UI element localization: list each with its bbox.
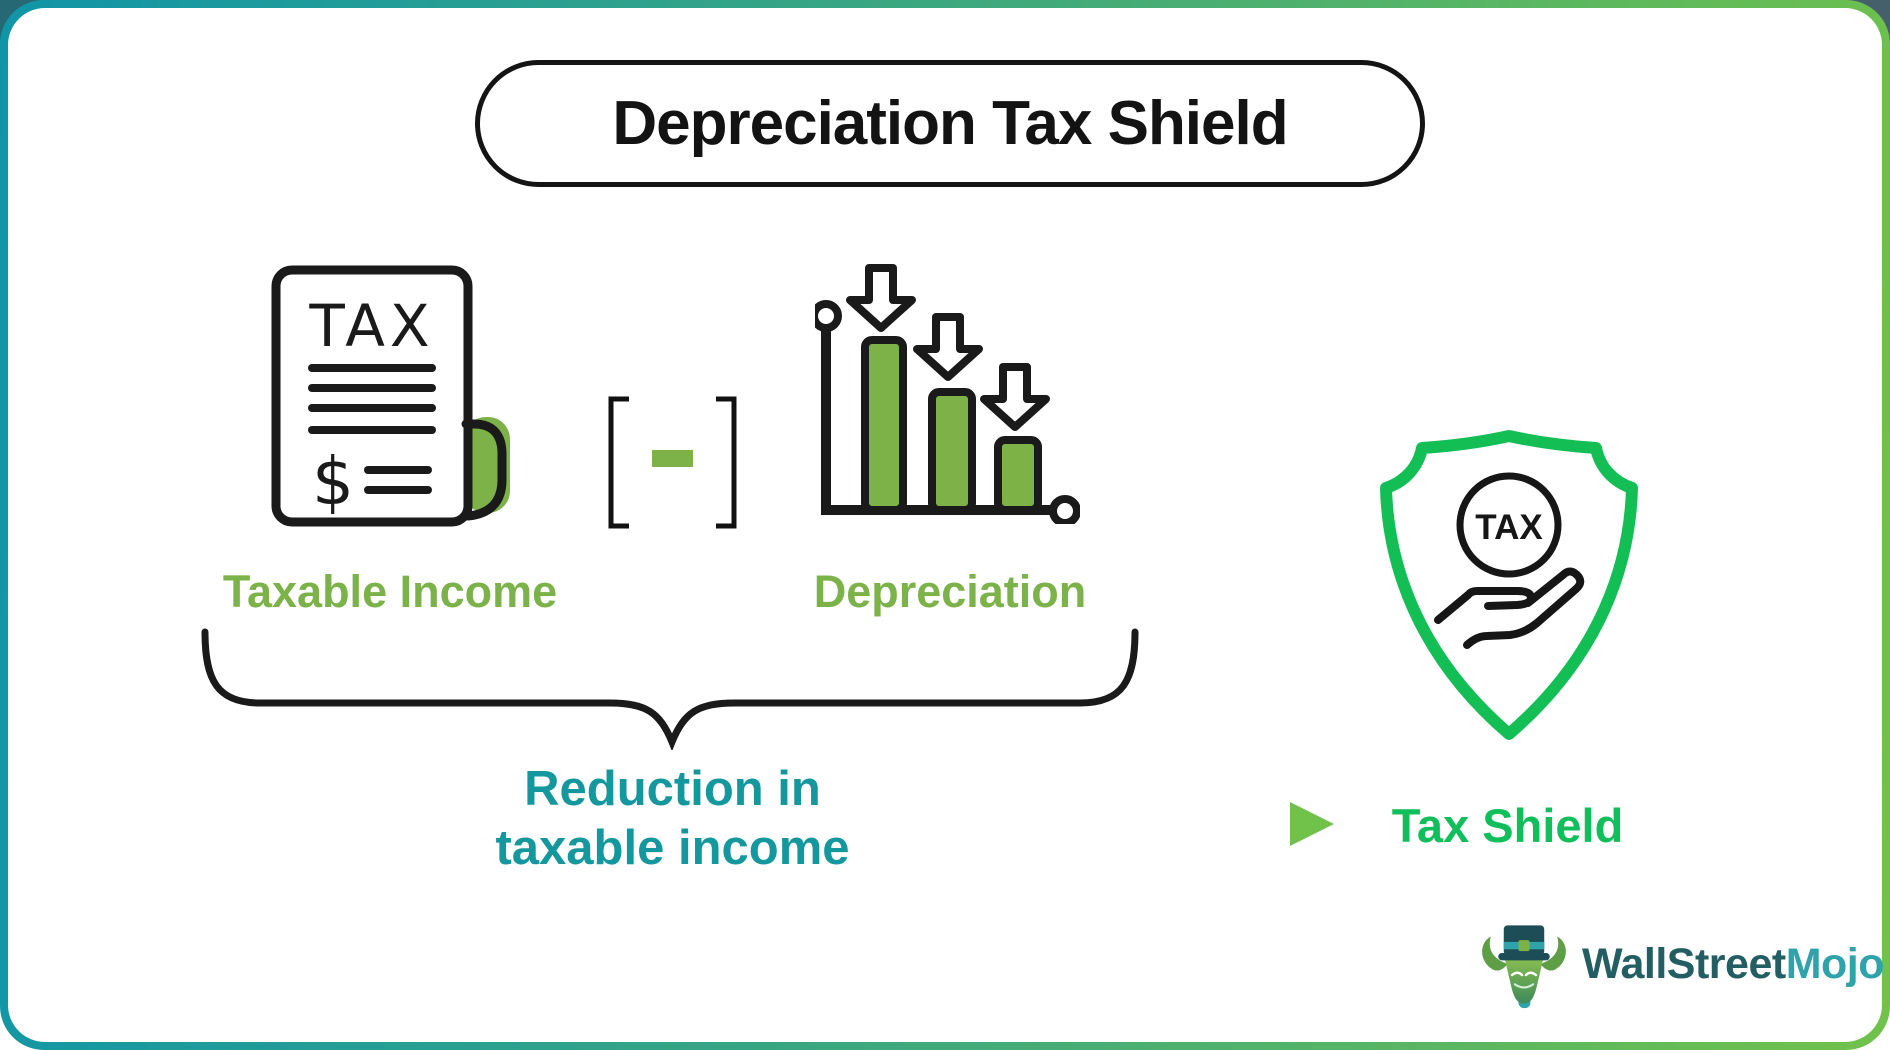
tax-shield-label: Tax Shield [1391, 799, 1624, 852]
top-hat-brim [1498, 952, 1550, 961]
declining-bars-down-arrows-icon [815, 264, 1080, 524]
title-pill: Depreciation Tax Shield [475, 60, 1425, 187]
left-horn [1482, 936, 1508, 971]
arrow-head [1290, 802, 1334, 846]
shield-outline [1380, 430, 1638, 740]
hand-fingers [1463, 567, 1585, 649]
brace-path [201, 628, 1139, 750]
page-curl-outline [461, 419, 507, 521]
curly-brace [201, 628, 1139, 750]
shield-with-tax-in-hand-icon: TAX [1380, 430, 1638, 740]
depreciation-label: Depreciation [813, 566, 1087, 617]
minus-sign [652, 450, 693, 467]
right-bracket [716, 396, 737, 529]
document-tax-text: TAX [308, 292, 434, 360]
tax-document-icon: TAX $ [271, 265, 510, 527]
axis-dot-right [1049, 495, 1080, 524]
hat-buckle [1518, 940, 1530, 952]
right-brow [1524, 971, 1538, 977]
reduction-caption: Reduction in taxable income [420, 760, 925, 878]
dollar-sign: $ [312, 443, 354, 520]
muzzle-line [1513, 983, 1535, 989]
reduction-line-1: Reduction in [524, 762, 821, 816]
tax-coin-circle [1456, 472, 1562, 578]
left-bracket [608, 396, 629, 529]
axis-dot-top [815, 300, 842, 332]
shield-tax-text: TAX [1475, 508, 1543, 547]
bar-3 [994, 436, 1042, 514]
logo-text-mojo: Mojo [1785, 939, 1885, 988]
bar-1 [861, 336, 907, 514]
logo-wordmark: WallStreetMojo [1582, 939, 1885, 989]
down-arrow-3 [980, 363, 1050, 431]
bull-face [1504, 955, 1544, 1004]
page-title: Depreciation Tax Shield [612, 89, 1288, 158]
bull-mascot-icon [1482, 925, 1566, 1009]
taxable-income-label: Taxable Income [222, 566, 558, 617]
logo-text-wallstreet: WallStreet [1582, 939, 1786, 988]
gradient-arrow [945, 802, 1334, 846]
left-brow [1510, 971, 1524, 977]
right-horn [1540, 936, 1566, 971]
down-arrow-1 [846, 264, 916, 332]
document-outline [271, 265, 473, 527]
minus-operator [608, 396, 737, 529]
wallstreetmojo-logo: WallStreetMojo [1478, 918, 1885, 1010]
bar-2 [928, 388, 976, 514]
reduction-line-2: taxable income [495, 821, 850, 875]
down-arrow-2 [913, 313, 983, 381]
